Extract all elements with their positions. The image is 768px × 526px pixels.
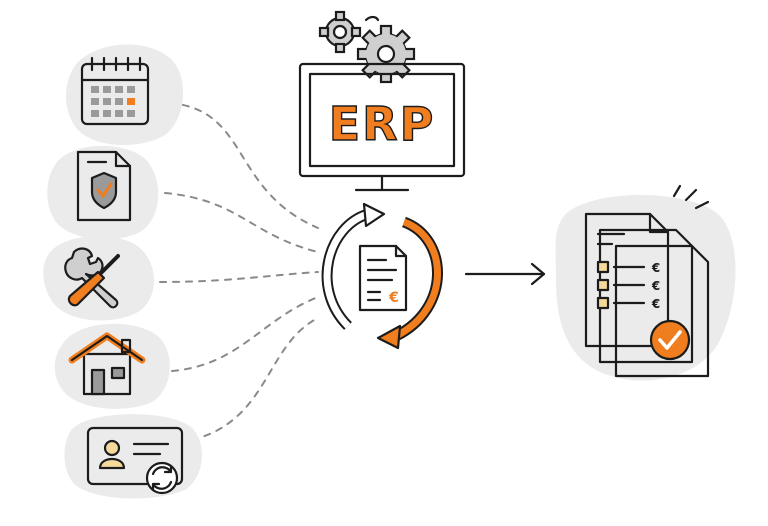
invoice-line-items: € € €	[596, 260, 660, 311]
approved-invoices-icon: € € €	[555, 184, 736, 381]
connector-document	[164, 192, 319, 253]
monitor-icon: ERP	[298, 62, 466, 192]
calendar-icon	[66, 44, 184, 146]
erp-label: ERP	[329, 97, 436, 151]
line-item-currency: €	[651, 261, 660, 275]
invoice-document-icon: €	[358, 244, 408, 312]
arrow-right-icon	[464, 262, 546, 286]
connector-house	[171, 296, 319, 372]
contact-card-icon	[64, 414, 202, 499]
connector-contact	[191, 317, 319, 441]
connector-calendar	[169, 102, 319, 229]
line-item-currency: €	[651, 279, 660, 293]
connector-tools	[159, 271, 319, 283]
connectors	[159, 102, 319, 441]
line-item-currency: €	[651, 297, 660, 311]
sync-cycle-icon	[321, 202, 443, 350]
gears-icon	[318, 10, 416, 84]
invoice-currency: €	[388, 290, 399, 306]
tools-icon	[43, 235, 155, 321]
secure-document-icon	[47, 145, 159, 240]
house-icon	[54, 323, 170, 409]
highlighted-date	[127, 98, 135, 105]
check-badge-icon	[649, 319, 691, 361]
